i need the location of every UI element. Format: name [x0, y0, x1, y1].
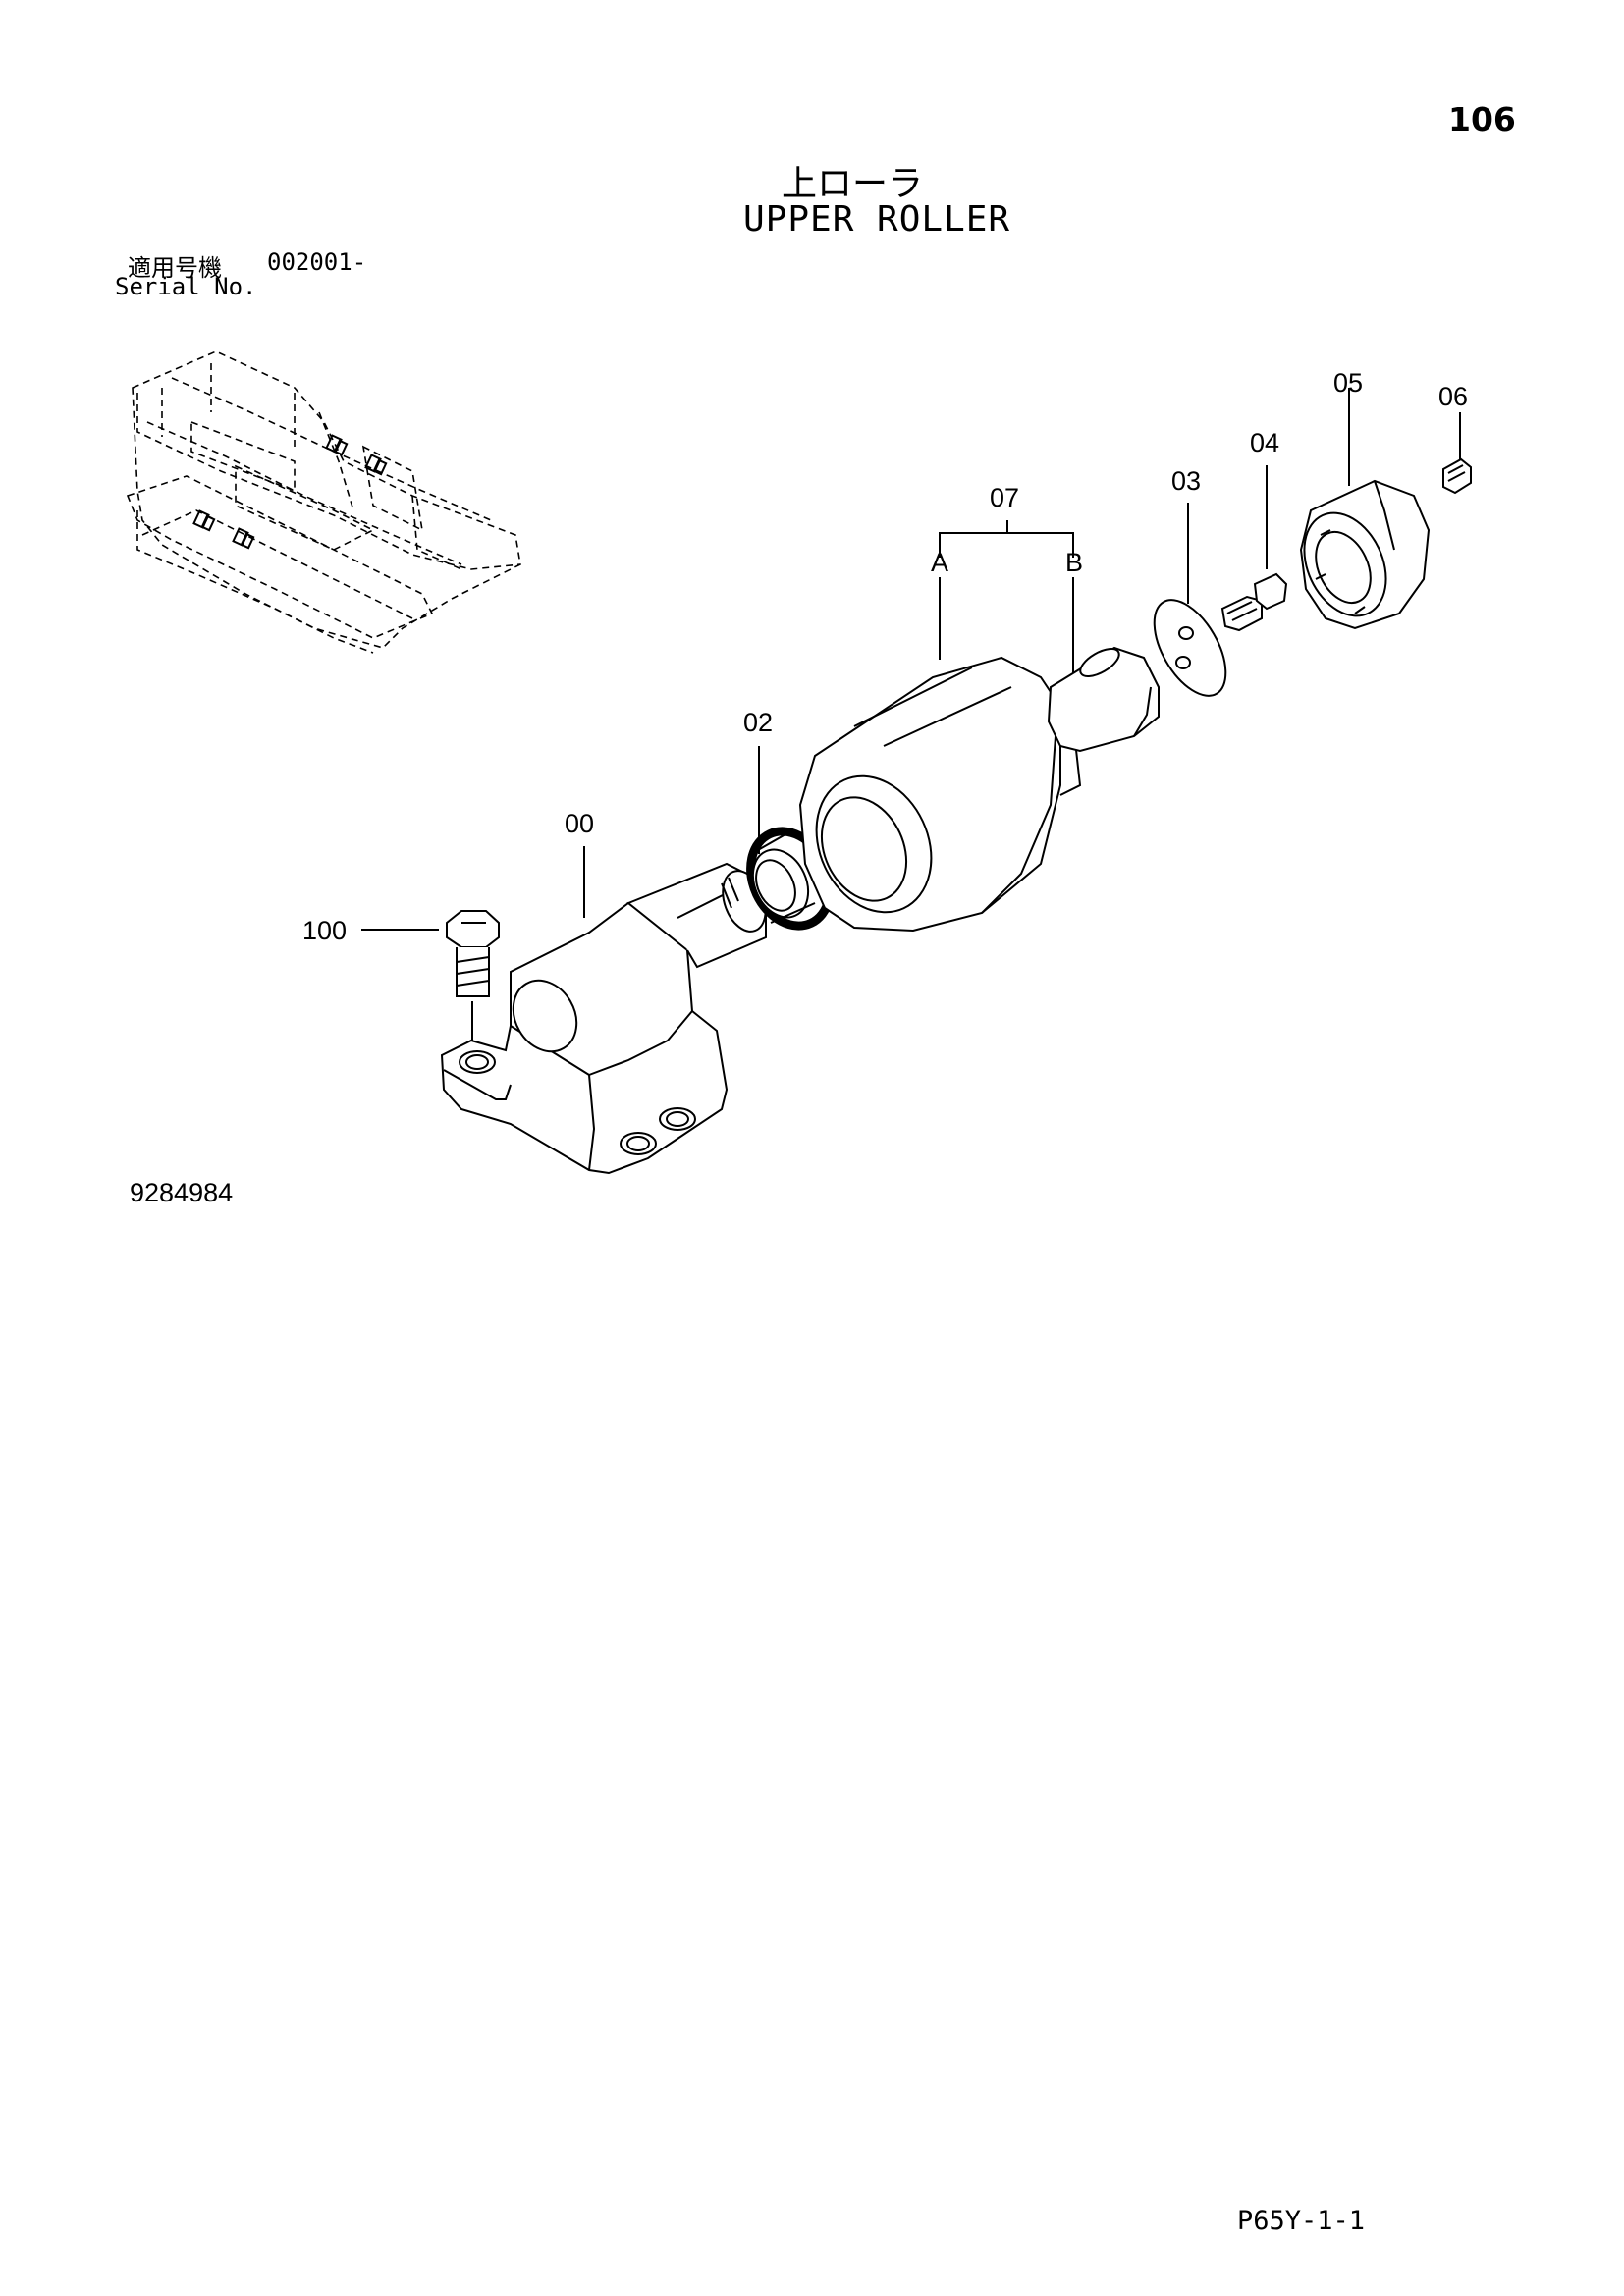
callout-06: 06 — [1438, 382, 1469, 411]
page-title-japanese: 上ローラ — [782, 164, 924, 204]
part-100-bolt — [446, 910, 500, 1041]
callout-07-a: A — [931, 548, 949, 577]
page-number: 106 — [1448, 100, 1516, 138]
callout-04: 04 — [1250, 428, 1280, 457]
callout-05: 05 — [1333, 368, 1364, 398]
part-07b-bushing — [1047, 646, 1160, 753]
diagram-number: 9284984 — [130, 1178, 234, 1207]
callout-100: 100 — [302, 916, 348, 945]
callout-07: 07 — [990, 483, 1020, 512]
callout-07-b: B — [1065, 548, 1084, 577]
page-title-english: UPPER ROLLER — [743, 199, 1011, 240]
serial-number-value: 002001- — [267, 248, 367, 276]
part-03-plate — [1153, 599, 1227, 697]
callout-03: 03 — [1171, 466, 1202, 496]
part-06-plug — [1442, 457, 1472, 495]
part-05-cover — [1299, 479, 1431, 630]
part-07-roller — [798, 656, 1082, 933]
machine-overview-sketch — [126, 350, 521, 654]
part-04-plug — [1220, 572, 1288, 632]
page-code: P65Y-1-1 — [1237, 2206, 1366, 2236]
callout-02: 02 — [743, 708, 774, 737]
serial-label-english: Serial No. — [115, 273, 257, 300]
callout-00: 00 — [565, 809, 595, 838]
serial-label-japanese: 適用号機 — [128, 254, 222, 282]
part-00-bracket — [440, 862, 767, 1175]
